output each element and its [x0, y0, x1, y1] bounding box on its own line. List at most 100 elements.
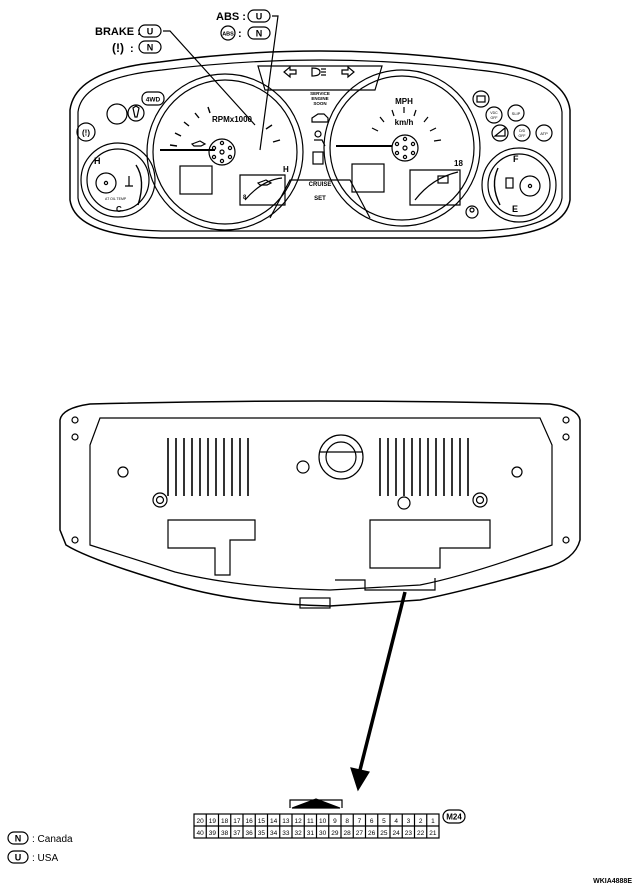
- speedometer-outer: [323, 69, 481, 227]
- speedometer-ticks: [371, 107, 442, 142]
- connector-top-pin-14: 14: [270, 818, 278, 825]
- speedometer-mph-label: MPH: [395, 97, 413, 106]
- speed-fuel-subgauge: [409, 169, 461, 206]
- abs-icon-text: ABS: [222, 32, 234, 38]
- speedometer-kmh-label: km/h: [395, 118, 414, 127]
- cluster-bezel-outer: [69, 50, 571, 239]
- center-lower-panel: [269, 179, 371, 219]
- abs-label: ABS :: [216, 11, 246, 23]
- speedometer-hub: [391, 134, 419, 162]
- connector-key: [291, 798, 341, 809]
- od-label: O/D: [519, 129, 526, 133]
- atp-label: ATP: [540, 131, 548, 136]
- connector-bottom-pin-29: 29: [331, 830, 339, 837]
- turn-signal-panel: [257, 65, 383, 91]
- brake-warning-icon: (!): [112, 41, 124, 55]
- figure-id: WKIA4888E: [593, 878, 632, 885]
- tachometer-label: RPMx1000: [212, 115, 253, 124]
- tachometer-ticks: [169, 106, 281, 147]
- fuel-gauge: [481, 147, 557, 223]
- 4wd-lamp: [141, 91, 165, 106]
- lower-box-right: [369, 519, 491, 569]
- tachometer-outer: [146, 73, 304, 231]
- connector-top-pin-19: 19: [209, 818, 217, 825]
- brake-label: BRAKE :: [95, 26, 141, 38]
- connector-bottom-pin-31: 31: [307, 830, 315, 837]
- connector-top-pin-7: 7: [358, 818, 362, 825]
- mount-hole-bl: [71, 536, 79, 544]
- connector-top-pin-13: 13: [282, 818, 290, 825]
- brake-colon: :: [130, 43, 134, 55]
- boss-left-outer: [117, 466, 129, 478]
- 4wd-label: 4WD: [146, 97, 161, 104]
- boss-center-left: [296, 460, 310, 474]
- service-line3: SOON: [313, 101, 326, 106]
- tachometer-display-window: [179, 165, 213, 195]
- abs-n-text: N: [256, 29, 263, 39]
- connector-bottom-pin-28: 28: [344, 830, 352, 837]
- temp-gauge: [80, 142, 156, 218]
- connector-cell-dividers: [205, 814, 428, 838]
- high-beam-icon: [311, 67, 321, 77]
- tachometer-hub: [208, 138, 236, 166]
- connector-bottom-pin-22: 22: [417, 830, 425, 837]
- connector-top-pin-4: 4: [394, 818, 398, 825]
- boss-center-right: [397, 496, 411, 510]
- temp-gauge-hub: [95, 172, 117, 194]
- atp-lamp: [535, 124, 553, 142]
- vdc-off-label: OFF: [491, 116, 498, 120]
- legend-n-pill: [7, 831, 29, 845]
- fuel-full-label: F: [513, 154, 519, 164]
- speedometer-dial: [329, 75, 475, 221]
- connector-top-pin-3: 3: [407, 818, 411, 825]
- connector-id: M24: [446, 813, 462, 822]
- brake-callout: BRAKE : U (!) : N: [95, 24, 256, 126]
- connector-top-pin-9: 9: [333, 818, 337, 825]
- turn-right-icon: [341, 65, 355, 79]
- connector-bottom-pin-34: 34: [270, 830, 278, 837]
- mount-hole-ml: [71, 433, 79, 441]
- connector-bottom-pin-38: 38: [221, 830, 229, 837]
- connector-bottom-pin-25: 25: [380, 830, 388, 837]
- connector-top-pin-16: 16: [246, 818, 254, 825]
- charge-lamp: [472, 90, 490, 108]
- connector-bottom-pin-23: 23: [405, 830, 413, 837]
- tach-oil-icon: [256, 179, 273, 186]
- connector-top-pin-12: 12: [295, 818, 303, 825]
- legend: N : Canada U : USA: [7, 831, 73, 864]
- mount-hole-br: [562, 536, 570, 544]
- tach-temp-subgauge: [239, 174, 286, 206]
- connector-arrow-line: [358, 591, 407, 771]
- brake-leader-line: [163, 30, 256, 126]
- temp-cold-label: C: [116, 205, 122, 214]
- tachometer-dial: [152, 79, 298, 225]
- fuel-gauge-hub: [519, 175, 541, 197]
- connector-top-pin-17: 17: [233, 818, 241, 825]
- abs-colon: :: [238, 28, 242, 40]
- connector-id-pill: [442, 809, 466, 824]
- connector-top-pin-8: 8: [345, 818, 349, 825]
- battery-icon: [437, 175, 449, 184]
- connector-bottom-pin-30: 30: [319, 830, 327, 837]
- oil-pressure-icon: [190, 140, 207, 147]
- abs-callout: ABS : U ABS : N: [216, 9, 279, 151]
- brake-u-text: U: [147, 27, 154, 37]
- connector-bottom-pin-27: 27: [356, 830, 364, 837]
- hill-lamp: [491, 124, 509, 142]
- connector-bottom-pin-26: 26: [368, 830, 376, 837]
- legend-n-text: : Canada: [32, 834, 73, 845]
- connector-bottom-pin-36: 36: [246, 830, 254, 837]
- slip-label: SLIP: [512, 111, 521, 116]
- fuel-empty-label: E: [512, 204, 518, 214]
- mount-hole-tl: [71, 416, 79, 424]
- connector-top-pin-2: 2: [419, 818, 423, 825]
- boss-left-inner: [152, 492, 168, 508]
- mount-hole-mr: [562, 433, 570, 441]
- center-socket: [318, 434, 364, 480]
- lamp-circle-1: [106, 103, 128, 125]
- legend-u-pill: [7, 850, 29, 864]
- turn-left-icon: [283, 65, 297, 79]
